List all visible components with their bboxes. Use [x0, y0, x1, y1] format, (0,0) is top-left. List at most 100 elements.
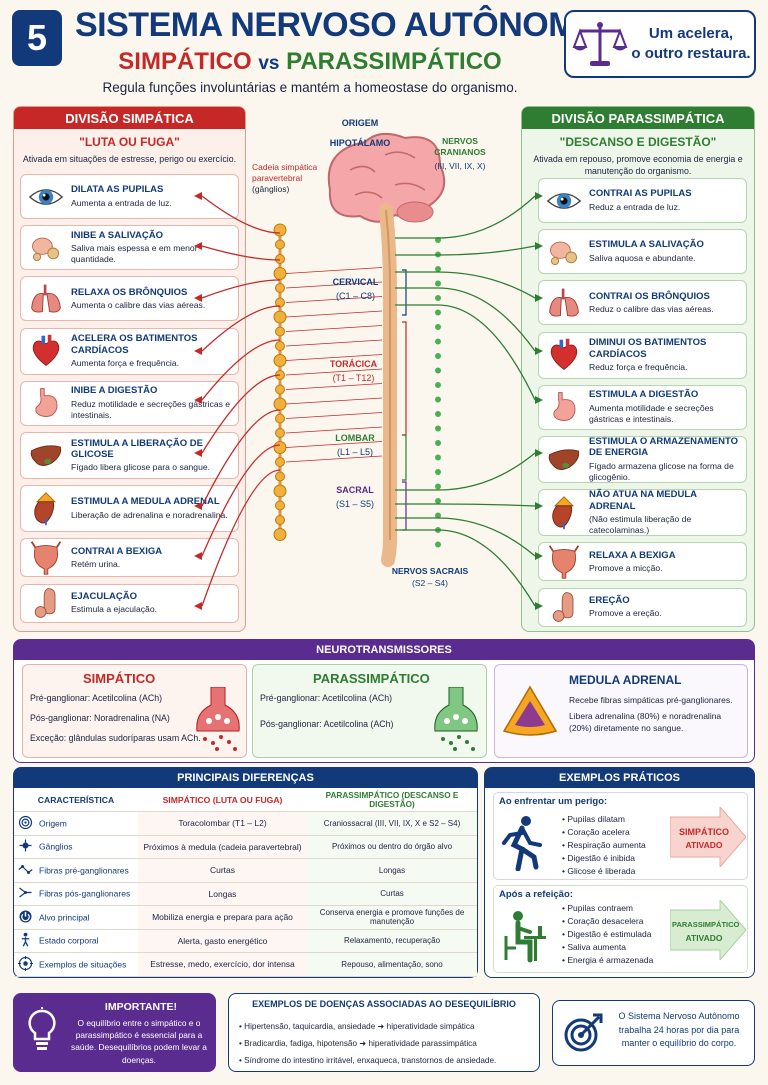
- row-sympathetic-value: Curtas: [138, 858, 307, 883]
- important-text: O equilíbrio entre o simpático e o paras…: [71, 1018, 207, 1065]
- footer-text: O Sistema Nervoso Autônomo trabalha 24 h…: [618, 1011, 740, 1048]
- sympathetic-nerve: [201, 245, 281, 261]
- parasympathetic-effect-text: NÃO ATUA NA MEDULA ADRENAL(Não estimula …: [589, 489, 740, 536]
- disease-cause: Hipertensão, taquicardia, ansiedade: [244, 1022, 376, 1031]
- sympathetic-effect-text: CONTRAI A BEXIGA Retém urina.: [71, 546, 232, 571]
- meal-item-text: Pupilas contraem: [567, 903, 634, 913]
- synapse-green-icon: [434, 687, 478, 751]
- ganglion-icon: [18, 838, 33, 855]
- disease-cause: Síndrome do intestino irritável, enxaque…: [244, 1056, 497, 1065]
- heart-icon: [27, 332, 65, 370]
- examples-header: EXEMPLOS PRÁTICOS: [485, 768, 754, 788]
- differences-table: CARACTERÍSTICA SIMPÁTICO (LUTA OU FUGA) …: [14, 788, 477, 977]
- parasympathetic-node: [435, 295, 441, 301]
- meal-effects-list: • Pupilas contraem• Coração desacelera• …: [562, 902, 653, 967]
- arrow-left-icon: [194, 552, 202, 560]
- synapse-red-icon: [196, 687, 240, 751]
- ganglion: [275, 500, 285, 511]
- row-characteristic: Fibras pós-ganglionares: [14, 882, 138, 906]
- parasympathetic-nerve: [395, 304, 536, 401]
- sympathetic-effect-desc: Aumenta a entrada de luz.: [71, 197, 172, 208]
- bladder-icon: [545, 543, 583, 581]
- differences-panel: PRINCIPAIS DIFERENÇAS CARACTERÍSTICA SIM…: [13, 767, 478, 978]
- parasympathetic-node: [435, 382, 441, 388]
- sympathetic-nerve: [201, 339, 281, 401]
- sympathetic-effect-card: CONTRAI A BEXIGA Retém urina.: [20, 538, 239, 578]
- arrow-left-icon: [194, 502, 202, 510]
- lungs-icon: [27, 280, 65, 318]
- important-title: IMPORTANTE!: [104, 1001, 178, 1013]
- ganglion: [275, 283, 285, 293]
- ganglion: [273, 223, 287, 237]
- thoracic-title: TORÁCICA: [329, 359, 378, 369]
- red-arrow-icon: [670, 807, 746, 867]
- person-icon: [18, 932, 33, 949]
- sacral-nerves-range: (S2 – S4): [412, 577, 448, 588]
- arrow-left-icon: [194, 396, 202, 404]
- sacral-title: SACRAL: [336, 485, 374, 495]
- adrenal-gland-icon: [27, 490, 65, 528]
- parasympathetic-node: [435, 338, 441, 345]
- disease-cause: Bradicardia, fadiga, hipotensão: [244, 1039, 358, 1048]
- neuro-simp-line-3: Exceção: glândulas sudoríparas usam ACh.: [30, 733, 201, 743]
- sympathetic-effect-title: ACELERA OS BATIMENTOS CARDÍACOS: [71, 333, 198, 356]
- ganglion: [273, 528, 287, 541]
- meal-result-arrow: PARASSIMPÁTICO ATIVADO: [670, 900, 746, 960]
- arrow-left-icon: [194, 192, 202, 200]
- salivary-gland-icon: [545, 233, 583, 271]
- arrow-right-icon: [535, 602, 543, 610]
- danger-list-item: • Pupilas dilatam: [562, 814, 625, 824]
- salivary-gland-icon: [27, 229, 65, 267]
- ganglion: [273, 441, 287, 454]
- lungs-icon: [545, 284, 583, 322]
- danger-item-text: Glicose é liberada: [567, 866, 636, 876]
- sympathetic-effect-title: RELAXA OS BRÔNQUIOS: [71, 286, 188, 298]
- lightbulb-icon: [28, 1007, 56, 1050]
- neuro-simp-line-1: Pré-ganglionar: Acetilcolina (ACh): [30, 693, 163, 703]
- sacral-nerves-label: NERVOS SACRAIS (S2 – S4): [390, 566, 470, 590]
- sacral-nerves-title: NERVOS SACRAIS: [391, 566, 469, 576]
- parasympathetic-effect-desc: Fígado armazena glicose na forma de glic…: [589, 460, 734, 482]
- diseases-list: • Hipertensão, taquicardia, ansiedade ➜ …: [239, 1018, 496, 1069]
- meal-item-text: Coração desacelera: [567, 916, 644, 926]
- danger-result-2: ATIVADO: [685, 840, 723, 850]
- sympathetic-effect-title: CONTRAI A BEXIGA: [71, 545, 163, 557]
- arrow-right-icon: [535, 396, 543, 404]
- meal-item-text: Energia é armazenada: [567, 955, 654, 965]
- parasympathetic-nerve: [395, 287, 536, 352]
- parasympathetic-effect-desc: Aumenta motilidade e secreções gástricas…: [589, 402, 714, 424]
- motto-box: Um acelera, o outro restaura.: [564, 10, 756, 78]
- parasympathetic-node: [435, 440, 441, 446]
- meal-list-item: • Pupilas contraem: [562, 903, 634, 913]
- sympathetic-effect-title: INIBE A DIGESTÃO: [71, 385, 158, 397]
- danger-effects-list: • Pupilas dilatam• Coração acelera• Resp…: [562, 813, 646, 878]
- sympathetic-effect-title: EJACULAÇÃO: [71, 590, 137, 602]
- sympathetic-effect-desc: Aumenta o calibre das vias aéreas.: [71, 300, 206, 310]
- cervical-label: CERVICAL (C1 – C8): [328, 276, 383, 303]
- neuro-adrenal-card: MEDULA ADRENAL Recebe fibras simpáticas …: [494, 664, 748, 758]
- target-icon: [18, 815, 33, 832]
- disease-effect: hiperatividade simpática: [386, 1022, 475, 1031]
- sympathetic-effect-desc: Retém urina.: [71, 559, 121, 569]
- ganglion: [275, 384, 285, 395]
- danger-item-text: Respiração aumenta: [567, 840, 646, 850]
- parasympathetic-effect-title: CONTRAI OS BRÔNQUIOS: [589, 290, 710, 302]
- nervous-system-diagram: [194, 132, 543, 610]
- sympathetic-header: DIVISÃO SIMPÁTICA: [14, 107, 245, 129]
- row-characteristic: Estado corporal: [14, 929, 138, 953]
- danger-list-item: • Respiração aumenta: [562, 840, 646, 850]
- diseases-box: EXEMPLOS DE DOENÇAS ASSOCIADAS AO DESEQU…: [228, 993, 540, 1072]
- sympathetic-effect-desc: Aumenta força e frequência.: [71, 357, 179, 368]
- arrow-right-icon: [535, 294, 543, 302]
- adrenal-gland-icon: [545, 494, 583, 532]
- ganglion: [275, 413, 285, 424]
- green-arrow-icon: [670, 900, 746, 960]
